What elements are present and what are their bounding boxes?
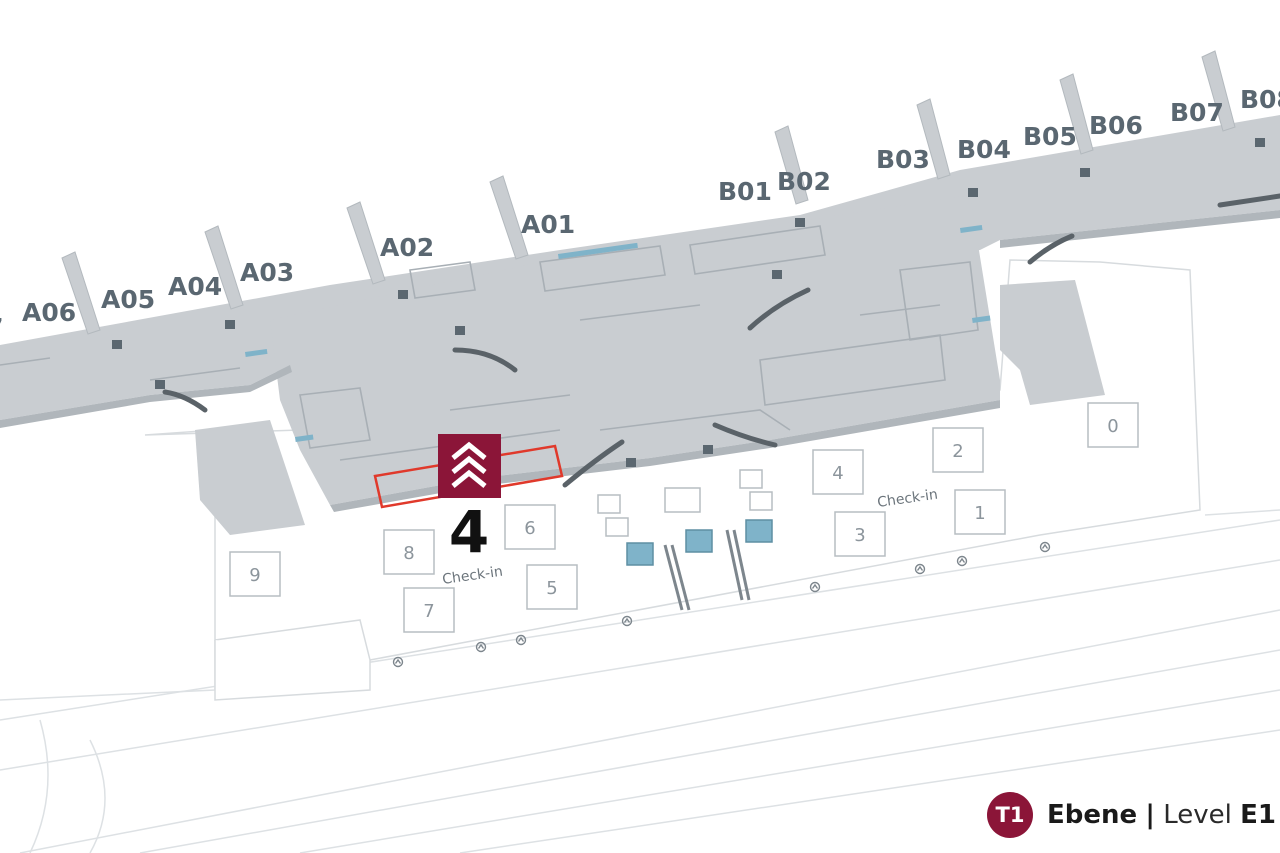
counter-0 (1087, 402, 1139, 448)
counter-label-5: 5 (546, 578, 557, 599)
landside-escalators (663, 529, 751, 611)
counter-5 (526, 564, 578, 610)
counter-label-8: 8 (403, 543, 414, 564)
level-word: Level (1163, 800, 1232, 830)
counter-2 (932, 427, 984, 473)
concourse (0, 115, 1280, 535)
highlight-number: 4 (449, 498, 489, 566)
glass-accents (245, 224, 991, 442)
counter-7 (403, 587, 455, 633)
level-code: E1 (1240, 800, 1276, 830)
gate-label-a05: A05 (101, 285, 155, 314)
counter-label-4: 4 (832, 463, 843, 484)
gate-label-a01: A01 (521, 210, 575, 239)
gate-label-b01: B01 (718, 177, 772, 206)
counter-label-3: 3 (854, 525, 865, 546)
counter-label-0: 0 (1107, 416, 1118, 437)
gate-label-a07: 7 (0, 313, 3, 342)
elevator-icon (597, 469, 773, 566)
counter-8 (383, 529, 435, 575)
gate-label-b03: B03 (876, 145, 930, 174)
gate-label-b02: B02 (777, 167, 831, 196)
location-marker (438, 434, 501, 498)
roads (0, 509, 1280, 853)
counter-3 (834, 511, 886, 557)
gate-label-b07: B07 (1170, 98, 1224, 127)
gate-label-a02: A02 (380, 233, 434, 262)
checkin-counters (229, 402, 1139, 633)
gate-label-b08: B08 (1240, 85, 1280, 114)
terminal-badge: T1 (987, 792, 1033, 838)
gate-label-a06: A06 (22, 298, 76, 327)
gate-labels: 7 A06 A05 A04 A03 A02 A01 B01 B02 B03 B0… (0, 85, 1280, 342)
counter-label-6: 6 (524, 518, 535, 539)
counter-label-9: 9 (249, 565, 260, 586)
gate-label-b04: B04 (957, 135, 1011, 164)
counter-label-7: 7 (423, 601, 434, 622)
counter-9 (229, 551, 281, 597)
checkin-counter-labels: 0 1 2 3 4 5 6 7 8 9 (249, 416, 1118, 622)
counter-1 (954, 489, 1006, 535)
counter-6 (504, 504, 556, 550)
gate-label-b06: B06 (1089, 111, 1143, 140)
escalator-icon (162, 193, 1280, 488)
gate-equipment (112, 138, 1265, 467)
chevron-up-icon (451, 441, 487, 488)
counter-label-2: 2 (952, 441, 963, 462)
counter-4 (812, 449, 864, 495)
level-separator: | (1145, 800, 1155, 830)
gate-label-a03: A03 (240, 258, 294, 287)
level-legend: T1 Ebene | Level E1 (987, 792, 1276, 838)
chevron-up-icon (392, 541, 1051, 668)
level-label: Ebene | Level E1 (1047, 800, 1276, 830)
gate-label-a04: A04 (168, 272, 222, 301)
jet-bridges (61, 50, 1236, 335)
counter-label-1: 1 (974, 503, 985, 524)
level-name: Ebene (1047, 800, 1138, 830)
gate-label-b05: B05 (1023, 122, 1077, 151)
